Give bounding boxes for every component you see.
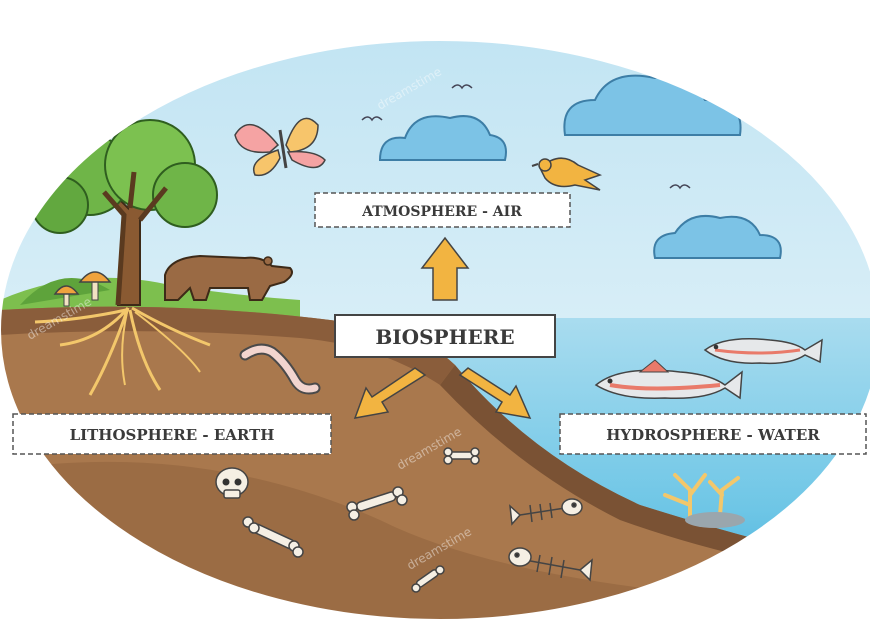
svg-text:dreamstime: dreamstime [765,514,834,562]
label-atmosphere: ATMOSPHERE - AIR [315,193,570,227]
label-lithosphere: LITHOSPHERE - EARTH [13,414,331,454]
svg-text:dreamstime: dreamstime [25,54,94,102]
label-hydrosphere: HYDROSPHERE - WATER [560,414,866,454]
label-biosphere: BIOSPHERE [335,315,555,357]
biosphere-label: BIOSPHERE [375,325,514,349]
svg-text:dreamstime: dreamstime [25,524,94,572]
lithosphere-label: LITHOSPHERE - EARTH [70,426,275,444]
atmosphere-label: ATMOSPHERE - AIR [361,204,522,220]
svg-text:dreamstime: dreamstime [735,44,804,92]
hydrosphere-label: HYDROSPHERE - WATER [606,426,820,444]
